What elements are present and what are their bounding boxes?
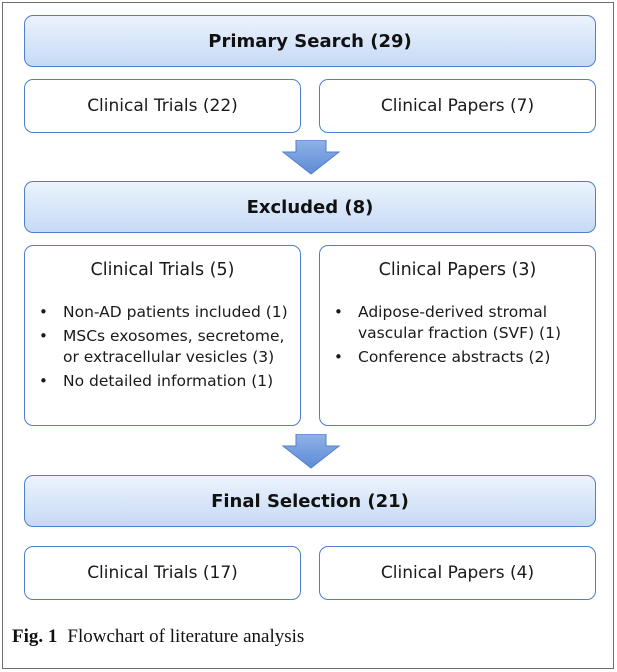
figure-caption: Fig. 1 Flowchart of literature analysis	[12, 626, 304, 648]
list-item: Adipose-derived stromal vascular fractio…	[320, 302, 595, 344]
excluded-title: Excluded (8)	[246, 196, 374, 218]
primary-search-box: Primary Search (29)	[24, 15, 596, 67]
list-item: Conference abstracts (2)	[320, 347, 595, 368]
primary-clinical-papers-box: Clinical Papers (7)	[319, 79, 596, 133]
list-item: No detailed information (1)	[25, 371, 300, 392]
primary-search-title: Primary Search (29)	[208, 30, 412, 52]
final-selection-box: Final Selection (21)	[24, 475, 596, 527]
excluded-clinical-trials-title: Clinical Trials (5)	[90, 260, 235, 280]
excluded-clinical-papers-box: Clinical Papers (3) Adipose-derived stro…	[319, 245, 596, 426]
excluded-box: Excluded (8)	[24, 181, 596, 233]
list-item: MSCs exosomes, secretome, or extracellul…	[25, 326, 300, 368]
excluded-clinical-trials-box: Clinical Trials (5) Non-AD patients incl…	[24, 245, 301, 426]
final-selection-title: Final Selection (21)	[211, 490, 409, 512]
excluded-clinical-papers-list: Adipose-derived stromal vascular fractio…	[320, 302, 595, 368]
primary-clinical-trials-box: Clinical Trials (22)	[24, 79, 301, 133]
final-clinical-trials-label: Clinical Trials (17)	[87, 563, 238, 583]
excluded-clinical-trials-list: Non-AD patients included (1) MSCs exosom…	[25, 302, 300, 392]
final-clinical-papers-box: Clinical Papers (4)	[319, 546, 596, 600]
figure-caption-text: Flowchart of literature analysis	[67, 626, 305, 647]
down-arrow-icon	[281, 434, 341, 469]
down-arrow-icon	[281, 140, 341, 175]
primary-clinical-papers-label: Clinical Papers (7)	[380, 96, 535, 116]
final-clinical-trials-box: Clinical Trials (17)	[24, 546, 301, 600]
excluded-clinical-papers-title: Clinical Papers (3)	[378, 260, 537, 280]
final-clinical-papers-label: Clinical Papers (4)	[380, 563, 535, 583]
list-item: Non-AD patients included (1)	[25, 302, 300, 323]
primary-clinical-trials-label: Clinical Trials (22)	[87, 96, 238, 116]
figure-caption-label: Fig. 1	[12, 626, 58, 647]
